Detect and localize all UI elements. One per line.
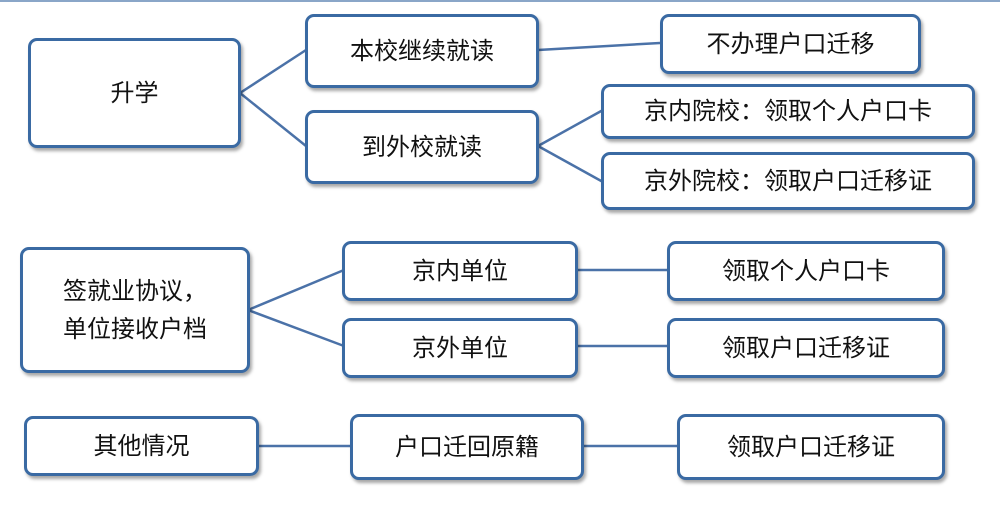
- node-root-employment-line1: 签就业协议，: [63, 276, 207, 305]
- node-root-other: 其他情况: [24, 416, 259, 476]
- node-branch-jingwai-unit-label: 京外单位: [412, 333, 508, 362]
- node-outcome-jingwai-school-label: 京外院校：领取户口迁移证: [644, 166, 932, 195]
- node-branch-waixiao: 到外校就读: [305, 110, 539, 184]
- node-outcome-transfer-cert-label: 领取户口迁移证: [722, 333, 890, 362]
- connector-sx-wx: [239, 92, 307, 147]
- node-branch-return-origin-label: 户口迁回原籍: [395, 432, 539, 461]
- connector-jy-jwdw: [247, 308, 345, 348]
- node-root-employment-line2: 单位接收户档: [63, 315, 207, 343]
- node-outcome-jingnei-school-label: 京内院校：领取个人户口卡: [644, 97, 932, 126]
- connector-bx-out: [537, 41, 661, 52]
- connector-wx-jn: [537, 108, 604, 148]
- connector-wx-jw: [537, 144, 604, 184]
- node-root-employment: 签就业协议， 单位接收户档: [20, 247, 250, 373]
- node-outcome-jingwai-school: 京外院校：领取户口迁移证: [601, 152, 975, 210]
- node-branch-jingnei-unit-label: 京内单位: [412, 256, 508, 285]
- node-branch-jingnei-unit: 京内单位: [342, 241, 578, 301]
- node-outcome-transfer-cert-2: 领取户口迁移证: [677, 414, 945, 480]
- node-root-other-label: 其他情况: [93, 431, 190, 460]
- connector-jy-jndw: [247, 268, 345, 312]
- node-root-shengxue: 升学: [28, 38, 241, 148]
- node-branch-jingwai-unit: 京外单位: [342, 318, 578, 378]
- node-outcome-personal-card-label: 领取个人户口卡: [722, 256, 890, 285]
- node-branch-benxiao-label: 本校继续就读: [350, 36, 494, 65]
- node-branch-waixiao-label: 到外校就读: [362, 132, 482, 161]
- node-branch-benxiao: 本校继续就读: [305, 14, 539, 88]
- node-branch-return-origin: 户口迁回原籍: [350, 414, 584, 480]
- node-root-shengxue-label: 升学: [110, 78, 159, 107]
- node-outcome-jingnei-school: 京内院校：领取个人户口卡: [601, 84, 975, 139]
- node-outcome-personal-card: 领取个人户口卡: [667, 241, 945, 301]
- node-outcome-transfer-cert: 领取户口迁移证: [667, 318, 945, 378]
- node-outcome-transfer-cert-2-label: 领取户口迁移证: [727, 432, 895, 461]
- connector-sx-bx: [239, 48, 307, 95]
- top-rule: [0, 0, 1000, 2]
- node-outcome-no-transfer: 不办理户口迁移: [660, 14, 921, 74]
- node-outcome-no-transfer-label: 不办理户口迁移: [706, 29, 875, 58]
